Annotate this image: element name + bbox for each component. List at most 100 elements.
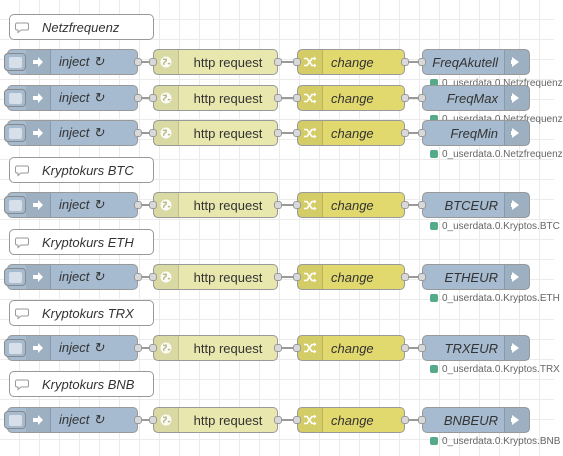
output-port[interactable] <box>401 344 409 352</box>
input-port[interactable] <box>149 273 157 281</box>
http-request-node[interactable]: http request <box>149 407 282 433</box>
output-port[interactable] <box>401 94 409 102</box>
output-port[interactable] <box>274 129 282 137</box>
output-port[interactable] <box>401 58 409 66</box>
comment-node[interactable]: Kryptokurs BNB <box>9 371 154 397</box>
http-request-node[interactable]: http request <box>149 335 282 361</box>
iobroker-out-node[interactable]: ETHEUR <box>418 264 530 290</box>
http-request-label: http request <box>193 197 263 213</box>
output-port[interactable] <box>134 58 142 66</box>
output-port[interactable] <box>134 129 142 137</box>
input-port[interactable] <box>293 201 301 209</box>
inject-trigger-button[interactable] <box>4 89 26 107</box>
comment-node[interactable]: Netzfrequenz <box>9 14 154 40</box>
repeat-icon: ↻ <box>93 54 105 69</box>
input-port[interactable] <box>149 416 157 424</box>
input-port[interactable] <box>149 94 157 102</box>
http-request-node[interactable]: http request <box>149 49 282 75</box>
output-port[interactable] <box>274 416 282 424</box>
inject-node[interactable]: inject↻ <box>4 335 142 361</box>
input-port[interactable] <box>293 416 301 424</box>
arrow-out-icon <box>504 408 529 432</box>
change-node[interactable]: change <box>293 335 409 361</box>
inject-label: inject↻ <box>51 125 137 141</box>
change-node[interactable]: change <box>293 192 409 218</box>
input-port[interactable] <box>418 201 426 209</box>
output-port[interactable] <box>274 201 282 209</box>
iobroker-out-node[interactable]: FreqMin <box>418 120 530 146</box>
wire <box>138 61 153 63</box>
inject-trigger-button[interactable] <box>4 53 26 71</box>
iobroker-out-node[interactable]: TRXEUR <box>418 335 530 361</box>
wire <box>278 419 297 421</box>
iobroker-out-node[interactable]: FreqMax <box>418 85 530 111</box>
comment-node[interactable]: Kryptokurs TRX <box>9 300 154 326</box>
input-port[interactable] <box>149 58 157 66</box>
input-port[interactable] <box>418 58 426 66</box>
iobroker-out-node[interactable]: FreqAkutell <box>418 49 530 75</box>
output-port[interactable] <box>274 344 282 352</box>
inject-label: inject↻ <box>51 90 137 106</box>
inject-node[interactable]: inject↻ <box>4 49 142 75</box>
output-port[interactable] <box>401 416 409 424</box>
input-port[interactable] <box>418 344 426 352</box>
status-dot-icon <box>430 79 438 87</box>
output-port[interactable] <box>134 273 142 281</box>
input-port[interactable] <box>149 129 157 137</box>
input-port[interactable] <box>293 344 301 352</box>
output-port[interactable] <box>401 201 409 209</box>
output-port[interactable] <box>134 201 142 209</box>
input-port[interactable] <box>418 273 426 281</box>
iobroker-out-node[interactable]: BTCEUR <box>418 192 530 218</box>
http-request-node[interactable]: http request <box>149 264 282 290</box>
input-port[interactable] <box>293 94 301 102</box>
input-port[interactable] <box>149 344 157 352</box>
change-node[interactable]: change <box>293 264 409 290</box>
shuffle-icon <box>298 265 323 289</box>
change-node[interactable]: change <box>293 85 409 111</box>
http-request-node[interactable]: http request <box>149 192 282 218</box>
change-node[interactable]: change <box>293 407 409 433</box>
iobroker-out-label: FreqMax <box>446 90 498 106</box>
output-port[interactable] <box>401 129 409 137</box>
http-request-node[interactable]: http request <box>149 85 282 111</box>
status-dot-icon <box>430 115 438 123</box>
input-port[interactable] <box>418 94 426 102</box>
input-port[interactable] <box>149 201 157 209</box>
output-port[interactable] <box>134 344 142 352</box>
wire <box>278 204 297 206</box>
inject-node[interactable]: inject↻ <box>4 192 142 218</box>
globe-icon <box>154 336 179 360</box>
inject-node[interactable]: inject↻ <box>4 264 142 290</box>
inject-trigger-button[interactable] <box>4 339 26 357</box>
inject-node[interactable]: inject↻ <box>4 120 142 146</box>
output-port[interactable] <box>134 94 142 102</box>
http-request-label: http request <box>193 125 263 141</box>
inject-trigger-button[interactable] <box>4 196 26 214</box>
http-request-node[interactable]: http request <box>149 120 282 146</box>
output-port[interactable] <box>274 58 282 66</box>
wire <box>405 61 422 63</box>
output-port[interactable] <box>134 416 142 424</box>
comment-node[interactable]: Kryptokurs ETH <box>9 229 154 255</box>
wire <box>405 97 422 99</box>
output-port[interactable] <box>274 94 282 102</box>
comment-node[interactable]: Kryptokurs BTC <box>9 157 154 183</box>
change-node[interactable]: change <box>293 120 409 146</box>
inject-trigger-button[interactable] <box>4 268 26 286</box>
inject-node[interactable]: inject↻ <box>4 85 142 111</box>
inject-node[interactable]: inject↻ <box>4 407 142 433</box>
change-node[interactable]: change <box>293 49 409 75</box>
input-port[interactable] <box>293 129 301 137</box>
inject-trigger-button[interactable] <box>4 411 26 429</box>
input-port[interactable] <box>293 273 301 281</box>
shuffle-icon <box>298 50 323 74</box>
iobroker-out-node[interactable]: BNBEUR <box>418 407 530 433</box>
input-port[interactable] <box>418 416 426 424</box>
inject-trigger-button[interactable] <box>4 124 26 142</box>
output-port[interactable] <box>274 273 282 281</box>
input-port[interactable] <box>418 129 426 137</box>
input-port[interactable] <box>293 58 301 66</box>
output-port[interactable] <box>401 273 409 281</box>
